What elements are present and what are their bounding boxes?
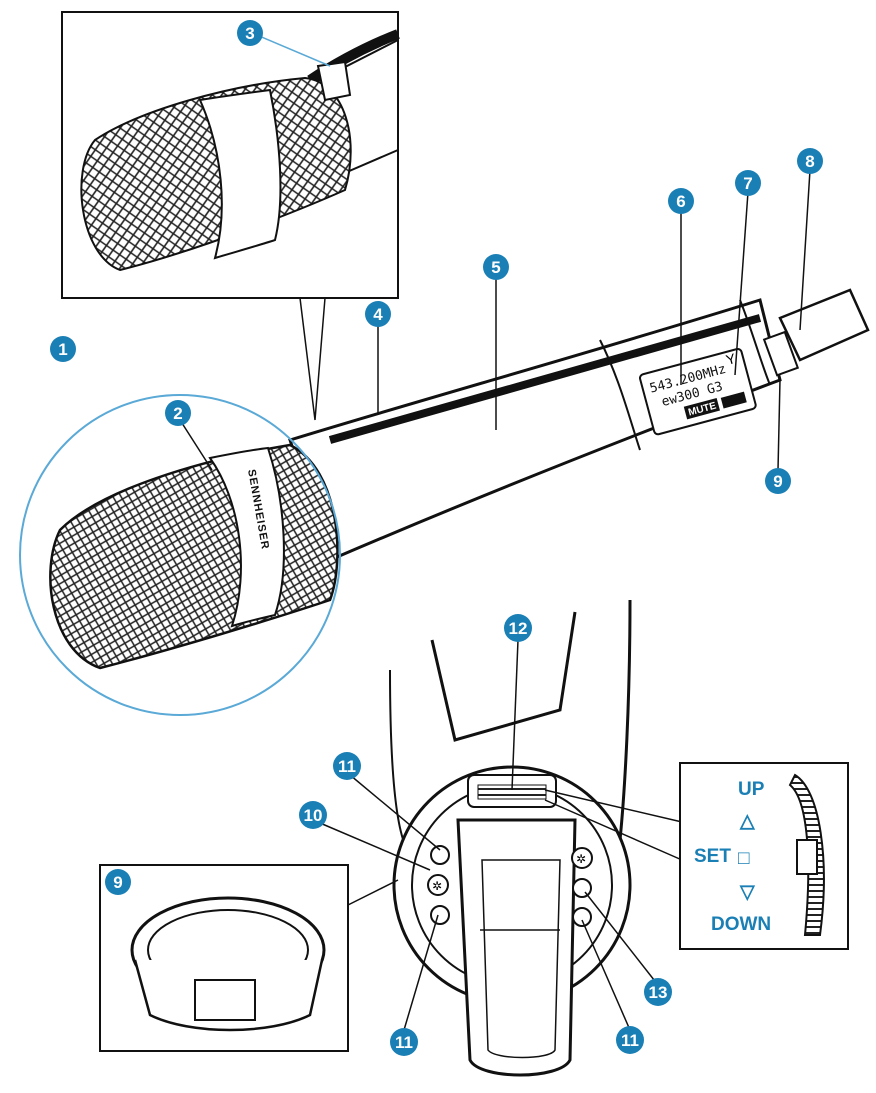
inset-pointer [299, 297, 326, 421]
svg-text:4: 4 [373, 305, 383, 324]
control-set-label: SET [694, 846, 731, 867]
callout-13: 13 [644, 978, 672, 1006]
svg-text:8: 8 [805, 152, 814, 171]
callout-9-inset: 9 [105, 869, 131, 895]
svg-text:3: 3 [245, 24, 254, 43]
handheld-transmitter: SENNHEISER 543.200MHz ew300 G3 MUTE Y [19, 288, 870, 716]
callout-10: 10 [299, 801, 327, 829]
callout-4: 4 [365, 301, 391, 327]
mount-ring-inset [99, 864, 399, 1052]
svg-text:13: 13 [649, 983, 668, 1002]
callout-11-left: 11 [390, 1028, 418, 1056]
control-up-symbol: △ [739, 811, 756, 832]
callout-11-right: 11 [616, 1026, 644, 1054]
callout-6: 6 [668, 188, 694, 214]
control-down-label: DOWN [711, 914, 771, 935]
svg-text:6: 6 [676, 192, 685, 211]
callout-7: 7 [735, 170, 761, 196]
svg-text:5: 5 [491, 258, 500, 277]
callout-3: 3 [237, 20, 263, 46]
svg-text:9: 9 [773, 472, 782, 491]
svg-text:10: 10 [304, 806, 323, 825]
svg-text:✲: ✲ [432, 879, 442, 893]
svg-text:2: 2 [173, 404, 182, 423]
svg-text:12: 12 [509, 619, 528, 638]
control-panel-detail: UP △ SET □ ▽ DOWN [679, 762, 849, 950]
svg-text:7: 7 [743, 174, 752, 193]
control-up-label: UP [738, 779, 765, 800]
control-set-symbol: □ [738, 848, 750, 869]
svg-text:✲: ✲ [576, 852, 586, 866]
lcd-display: 543.200MHz ew300 G3 MUTE Y [639, 347, 757, 436]
callout-2: 2 [165, 400, 191, 426]
control-down-symbol: ▽ [739, 882, 756, 903]
callout-5: 5 [483, 254, 509, 280]
svg-text:1: 1 [58, 340, 67, 359]
callout-1: 1 [50, 336, 76, 362]
inset-head-detail [61, 11, 400, 299]
callout-11-top: 11 [333, 752, 361, 780]
svg-text:11: 11 [338, 757, 356, 776]
svg-text:9: 9 [113, 873, 122, 892]
callout-9-main: 9 [765, 468, 791, 494]
leader-lines [179, 169, 811, 1031]
svg-text:11: 11 [395, 1033, 413, 1052]
svg-text:11: 11 [621, 1031, 639, 1050]
callout-8: 8 [797, 148, 823, 174]
bottom-view: ✲ ✲ [389, 599, 683, 1077]
callout-12: 12 [504, 614, 532, 642]
